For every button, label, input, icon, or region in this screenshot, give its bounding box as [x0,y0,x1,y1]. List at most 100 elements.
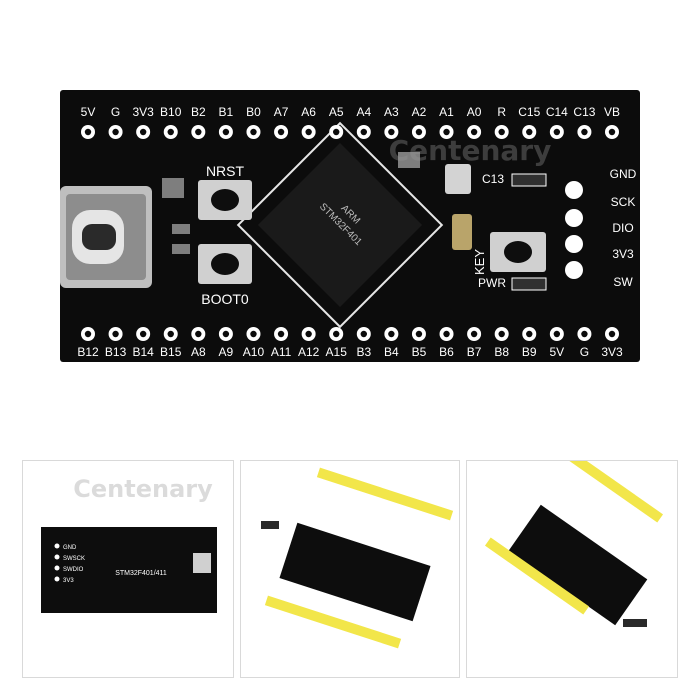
top-pin-label: C13 [573,105,595,119]
pad-hole [526,330,533,338]
pad-hole [608,128,616,136]
label-nrst: NRST [206,163,245,179]
top-pin-label: A4 [356,105,371,119]
swd-pads [565,181,583,279]
top-pin-label: B1 [219,105,234,119]
bottom-pin-pads [81,327,619,341]
pad-hole [250,128,257,136]
pad-hole [388,128,395,136]
swd-pin-label: SCK [611,195,636,209]
top-pin-label: A6 [301,105,316,119]
pad-hole [112,330,119,338]
bottom-pin-label: 3V3 [601,345,623,359]
back-label: SWSCK [63,556,85,562]
board-back-svg: GND SWSCK SWDIO 3V3 STM32F401/411 Centenary [41,475,217,613]
bottom-pin-label: 5V [549,345,564,359]
pad-hole [443,128,450,136]
label-boot0: BOOT0 [201,291,249,307]
swd-pin-label: 3V3 [612,247,634,261]
swd-pin-label: GND [610,167,637,181]
pad-hole [305,330,312,338]
top-pin-label: A2 [412,105,427,119]
top-pin-label: A3 [384,105,399,119]
pad-hole [222,330,230,338]
key-button[interactable] [490,232,546,272]
bottom-pin-label: A11 [271,345,292,359]
main-board-photo: ARM STM32F401 [60,90,640,362]
thumbnail-watermark: Centenary [73,475,213,503]
bottom-pin-label: A8 [191,345,206,359]
bottom-pin-label: B3 [356,345,371,359]
top-pin-label: C14 [546,105,568,119]
bottom-pin-label: B13 [105,345,127,359]
pad-hole [415,330,423,338]
thumbnail-strip: GND SWSCK SWDIO 3V3 STM32F401/411 Centenary [22,460,678,678]
bottom-pin-label: B14 [132,345,154,359]
thumbnail-back[interactable]: GND SWSCK SWDIO 3V3 STM32F401/411 Centenary [22,460,234,678]
back-chip-text: STM32F401/411 [115,570,167,577]
nrst-button[interactable] [198,180,252,220]
pad-hole [112,128,119,136]
thumbnail-angled-1[interactable] [240,460,460,678]
back-pad [54,576,60,582]
pad-hole [167,128,174,136]
top-pin-label: 5V [81,105,96,119]
pad-hole [250,330,257,338]
top-pin-label: B10 [160,105,182,119]
top-pin-label: B2 [191,105,206,119]
label-pwr: PWR [478,276,506,290]
boot0-button[interactable] [198,244,252,284]
pad-hole [84,330,92,338]
pad-hole [553,330,561,338]
top-pin-label: A0 [467,105,482,119]
bottom-pin-label: B8 [494,345,509,359]
pad-hole [360,330,367,338]
watermark: Centenary [389,134,552,167]
pad-hole [195,330,202,338]
swd-pin-label: SW [613,275,633,289]
pcb-board: ARM STM32F401 [60,90,640,362]
bottom-pin-label: A9 [219,345,234,359]
pad-hole [498,128,505,136]
pad-hole [581,330,588,338]
thumbnail-angled-2[interactable] [466,460,678,678]
label-c13: C13 [482,172,504,186]
pad-hole [553,128,561,136]
top-pin-label: 3V3 [132,105,154,119]
top-pin-label: G [111,105,120,119]
label-key: KEY [472,249,487,275]
pad-hole [139,128,147,136]
pad-hole [526,128,533,136]
pad-hole [415,128,423,136]
top-pin-label: VB [604,105,620,119]
back-labels: GND SWSCK SWDIO 3V3 [54,543,85,584]
bottom-pin-label: B5 [412,345,427,359]
back-pad [54,543,60,549]
pad-hole [443,330,450,338]
board-angled-svg-2 [484,461,664,627]
pad-hole [277,330,285,338]
bottom-pin-label: B4 [384,345,399,359]
back-label: 3V3 [63,578,74,584]
bottom-pin-label: A15 [326,345,348,359]
usb-c-connector [60,186,152,288]
top-pin-label: C15 [518,105,540,119]
pad-hole [195,128,202,136]
top-pin-label: A7 [274,105,289,119]
back-label: GND [63,545,77,551]
pad-hole [608,330,616,338]
smd-components [162,152,547,291]
top-pin-label: R [497,105,506,119]
back-label: SWDIO [63,567,84,573]
back-pad [54,554,60,560]
bottom-pin-label: A12 [298,345,320,359]
pad-hole [139,330,147,338]
top-pin-label: A5 [329,105,344,119]
pad-hole [470,128,478,136]
pad-hole [333,330,340,338]
back-pad [54,565,60,571]
pad-hole [360,128,367,136]
